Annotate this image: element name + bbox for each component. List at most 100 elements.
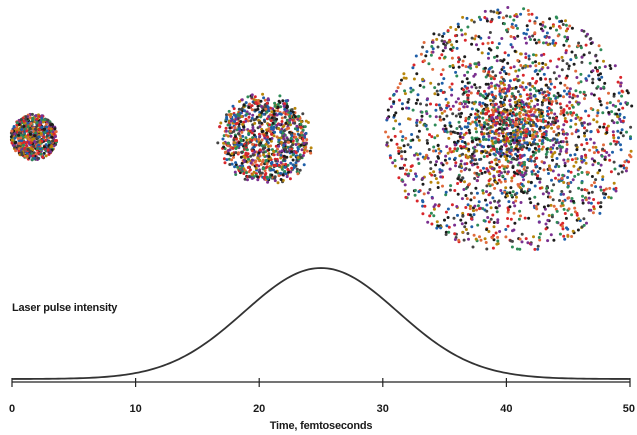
particle [533,104,537,108]
particle [443,129,447,133]
particle [502,22,506,26]
particle [412,77,416,81]
particle [522,191,526,195]
particle [29,122,33,125]
particle [450,93,454,97]
particle [564,136,568,140]
particle [518,104,521,107]
particle [500,68,504,71]
particle [453,223,457,227]
particle [22,140,26,144]
particle [402,72,406,76]
particle [517,161,521,165]
particle [504,186,508,190]
particle [538,118,542,122]
particle [416,98,419,102]
particle [519,12,523,16]
particle [439,106,442,110]
particle [498,71,502,75]
particle [561,59,565,63]
particle [496,239,500,243]
particle [501,59,505,63]
particle [443,55,447,59]
particle [540,112,544,115]
particle [620,94,624,98]
particle [546,90,550,94]
particle [460,222,464,226]
particle [504,91,508,95]
particle [426,191,430,195]
particle [515,247,519,251]
particle [516,128,520,132]
particle [482,132,486,136]
particle [413,193,417,197]
particle [285,150,289,154]
particle [533,110,537,114]
particle [481,116,485,120]
particle [472,196,476,200]
particle [612,136,616,140]
particle [560,55,564,59]
particle [458,154,462,158]
particle [584,138,588,142]
particle [608,186,612,190]
particle [497,42,501,46]
particle [284,99,288,103]
particle [400,102,404,106]
particle [621,106,625,110]
particle [564,51,568,55]
particle [446,207,450,211]
particle [503,127,507,131]
particle [479,169,483,173]
particle [306,121,310,124]
particle [245,148,249,152]
particle [562,192,565,196]
particle [609,170,613,174]
particle [233,170,237,174]
particle [521,131,525,135]
particle [594,145,598,149]
particle [577,81,581,85]
particle [488,172,492,176]
particle [558,102,562,106]
particle [399,154,403,158]
particle [457,60,460,64]
particle [558,152,562,156]
particle [503,51,507,55]
particle [618,112,622,116]
particle [618,117,622,121]
particle [477,119,481,123]
particle [586,32,589,36]
particle [293,106,297,110]
particle [541,23,545,27]
particle [592,198,596,201]
particle [599,163,603,167]
particle [40,114,44,118]
particle [545,83,548,87]
particle [301,128,305,132]
particle [233,141,237,145]
particle [577,217,581,221]
particle [572,199,575,203]
particle [459,218,463,222]
particle [549,82,553,86]
particle [258,148,262,152]
particle [429,180,433,184]
particle [251,153,255,157]
particle [505,126,509,130]
particle [22,125,26,128]
particle [567,207,571,211]
particle [542,132,546,136]
particle [520,232,524,236]
particle [242,172,246,175]
particle [464,206,468,209]
particle [251,136,255,140]
particle [570,197,574,200]
particle [483,237,487,241]
particle [454,161,458,165]
particle [484,198,487,202]
particle [275,117,279,121]
particle [22,135,25,139]
particle [282,137,286,141]
